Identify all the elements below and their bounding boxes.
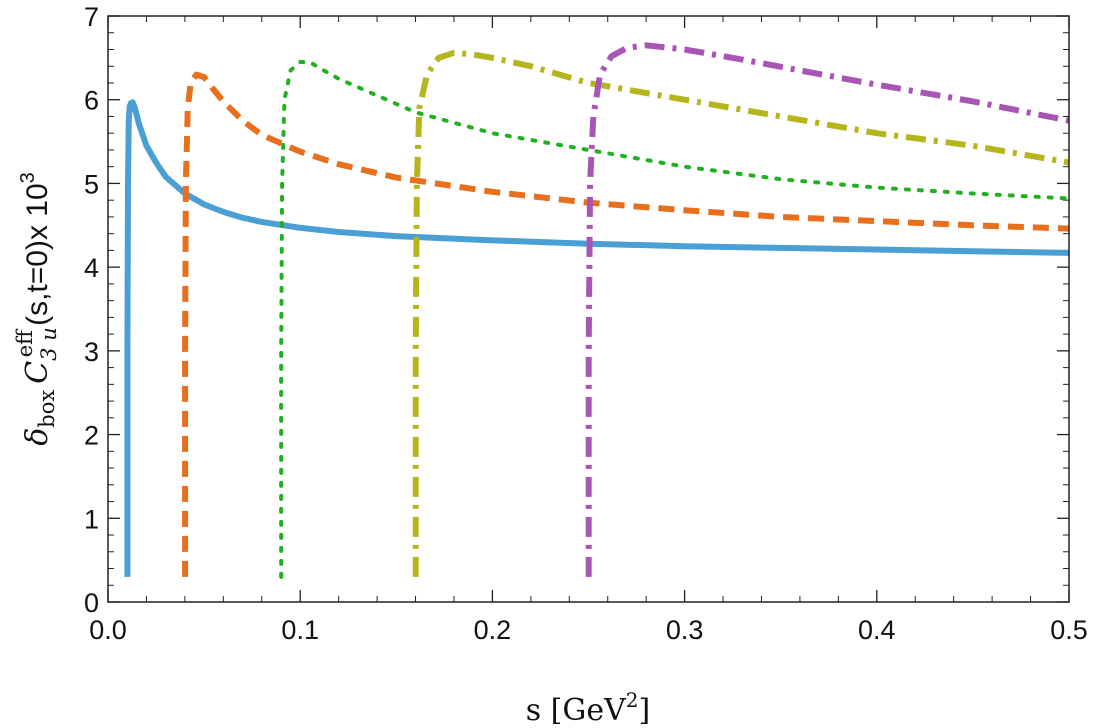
series-line-3 (279, 60, 1069, 579)
y-tick-label: 1 (84, 504, 99, 534)
series-line-1 (124, 99, 1069, 577)
y-tick-label: 0 (84, 588, 99, 618)
x-tick-label: 0.0 (89, 615, 127, 645)
x-tick-label: 0.2 (474, 615, 512, 645)
y-tick-label: 7 (84, 2, 99, 32)
x-axis-label: s [GeV2] (526, 688, 650, 728)
y-tick-label: 5 (84, 169, 99, 199)
x-tick-label: 0.1 (281, 615, 319, 645)
series-line-2 (182, 71, 1069, 577)
y-tick-label: 2 (84, 421, 99, 451)
y-axis-label: δboxC3 ueff(s,t=0)x 103 (13, 172, 61, 446)
y-tick-label: 6 (84, 86, 99, 116)
series-line-4 (412, 49, 1069, 577)
tick-labels: 0.0 0.1 0.2 0.3 0.4 0.5 0 1 2 3 4 5 6 7 (84, 2, 1088, 645)
x-tick-label: 0.4 (858, 615, 896, 645)
x-tick-label: 0.3 (666, 615, 704, 645)
axis-ticks (107, 15, 1070, 603)
plot-frame (107, 15, 1070, 603)
x-axis-label-sup: 2 (626, 688, 639, 712)
y-tick-label: 3 (84, 337, 99, 367)
series-line-5 (585, 42, 1069, 577)
series-group (124, 42, 1069, 579)
y-tick-label: 4 (84, 253, 99, 283)
x-tick-label: 0.5 (1050, 615, 1088, 645)
